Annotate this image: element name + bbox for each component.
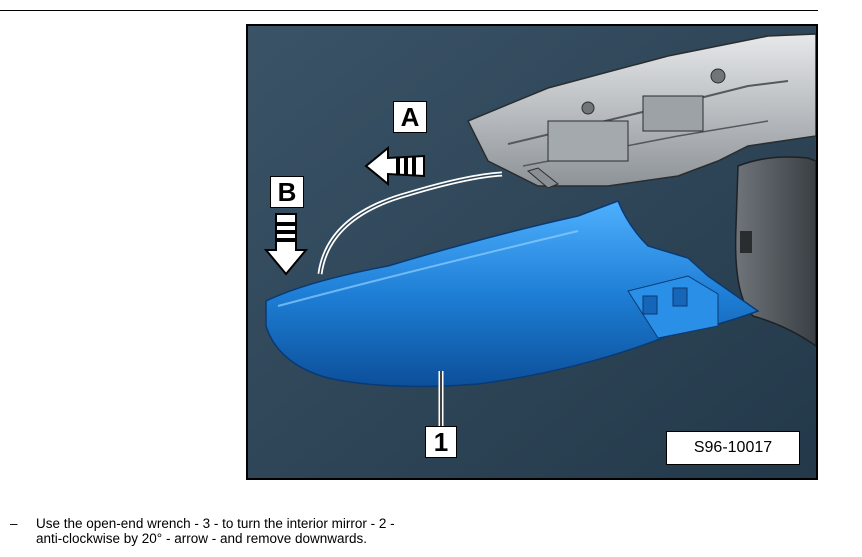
callout-1-label: 1 [425,426,457,458]
header-rule [0,10,818,11]
instruction-bullet: – [10,516,18,531]
figure-reference-code: S96-10017 [666,431,800,465]
instruction-step: – Use the open-end wrench - 3 - to turn … [10,516,710,546]
arrow-b-icon [263,213,309,276]
arrow-a-icon [364,145,425,187]
mirror-cover-part [265,200,760,388]
instruction-line-2: anti-clockwise by 20° - arrow - and remo… [36,531,368,546]
mirror-housing [734,156,816,347]
mirror-cover-illustration [248,26,816,478]
callout-a-label: A [393,101,427,133]
callout-b-label: B [270,176,304,208]
mirror-bracket [466,33,816,189]
motion-path-inner [319,173,503,275]
illustration-figure: A B 1 S96-10017 [246,24,818,480]
instruction-line-1: Use the open-end wrench - 3 - to turn th… [36,516,395,531]
